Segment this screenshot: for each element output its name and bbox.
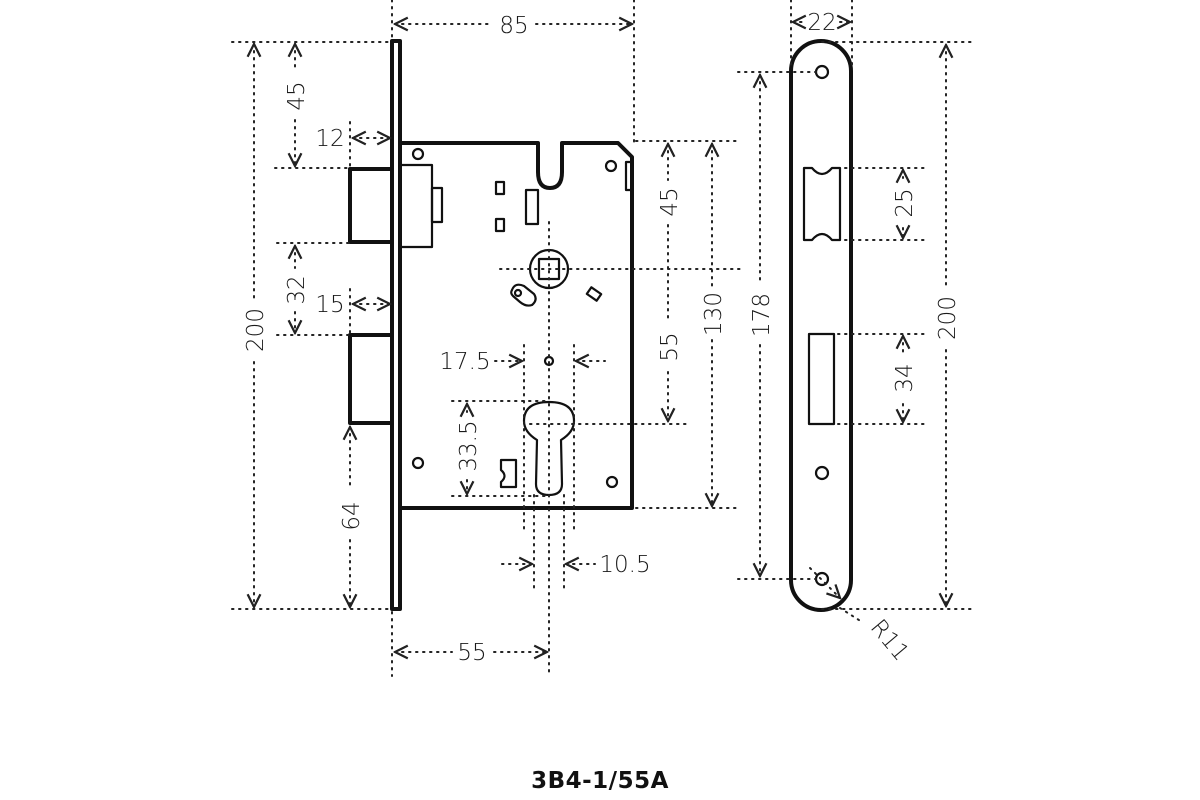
screw-hole [605,475,619,489]
model-title: 3B4-1/55A [531,768,669,794]
dim-33-5: 33.5 [456,420,482,471]
dim-85: 85 [499,13,528,39]
dim-17-5: 17.5 [439,349,490,375]
lock-body [231,0,741,677]
dim-32: 32 [284,275,310,304]
dim-15: 15 [315,292,344,318]
dim-55-right: 55 [657,332,683,361]
strike-screw-hole-mid [814,465,830,481]
dim-178: 178 [749,293,775,337]
lock-case [400,141,634,510]
cam-lever [510,283,537,307]
dim-45-left: 45 [284,81,310,110]
slot [494,217,506,233]
dead-bolt [348,333,394,425]
latch-bolt [348,167,394,244]
screw-hole [604,159,618,173]
dim-64: 64 [339,501,365,530]
case-tab [624,160,634,192]
bolt-opening [807,332,836,426]
dim-12: 12 [315,126,344,152]
dim-200-left: 200 [243,308,269,352]
dim-10-5: 10.5 [599,552,650,578]
dim-25: 25 [892,188,918,217]
latch-nub [430,186,444,224]
dim-130: 130 [701,292,727,336]
dim-200-right: 200 [935,296,961,340]
forend-plate [390,39,402,611]
slot [524,188,540,226]
screw-hole [411,147,425,161]
dim-45-right: 45 [657,187,683,216]
strike-plate-outline [789,39,853,612]
dim-22: 22 [807,10,836,36]
strike-screw-hole-top [814,64,830,80]
spring-clip [499,458,518,489]
dim-55-bottom: 55 [457,640,486,666]
dim-34: 34 [892,363,918,392]
dim-r11: R11 [865,615,914,666]
dimension-labels: 85 45 12 32 15 200 64 55 17.5 33.5 10.5 … [243,10,961,666]
slot [585,286,603,302]
latch-block [398,163,434,249]
screw-hole [411,456,425,470]
strike-plate [737,0,973,623]
latch-opening [802,166,842,242]
cam-pin [513,288,523,298]
slot [494,180,506,196]
